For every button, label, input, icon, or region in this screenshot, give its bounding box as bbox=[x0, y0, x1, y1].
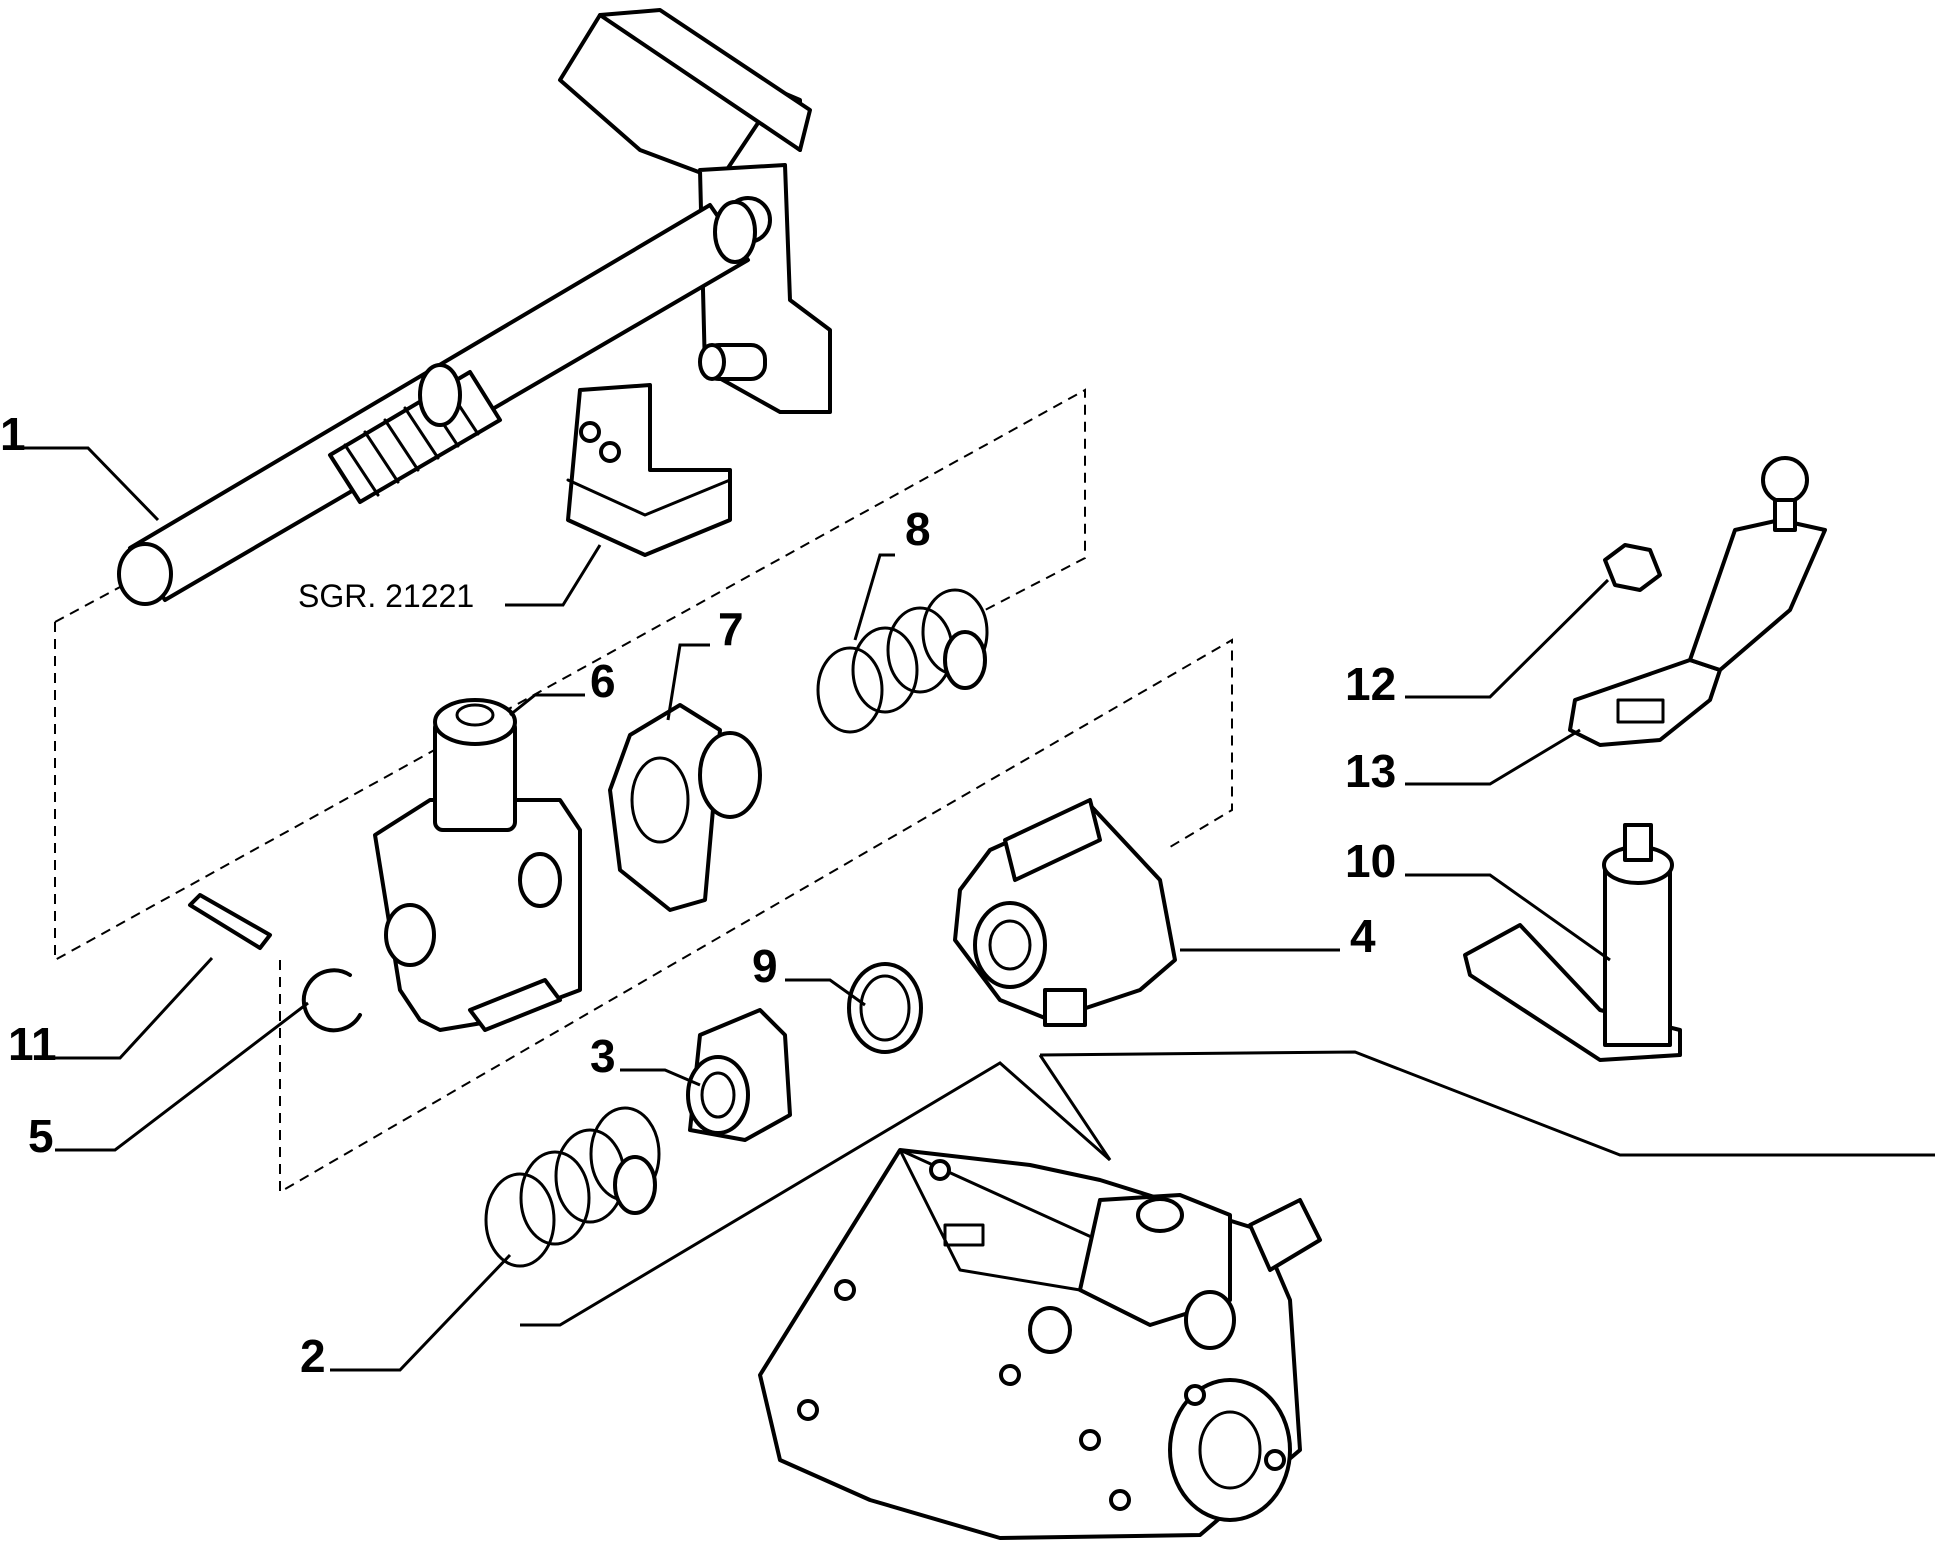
leader-1 bbox=[22, 446, 160, 522]
leader-3 bbox=[620, 1068, 701, 1087]
leader-lines bbox=[22, 446, 1935, 1372]
callout-13: 13 bbox=[1345, 745, 1396, 797]
callout-11: 11 bbox=[8, 1018, 57, 1070]
callout-5: 5 bbox=[28, 1110, 54, 1162]
callout-8: 8 bbox=[905, 503, 931, 555]
callout-labels: 1 2 3 4 5 6 7 8 9 10 11 12 13 SGR. 21221 bbox=[0, 408, 1396, 1382]
callout-9: 9 bbox=[752, 940, 778, 992]
part-5-circlip bbox=[301, 968, 362, 1033]
leader-10 bbox=[1405, 873, 1611, 962]
part-8-spring-upper bbox=[816, 588, 989, 734]
callout-3: 3 bbox=[590, 1030, 616, 1082]
part-7-flange-bush bbox=[608, 703, 762, 912]
callout-2: 2 bbox=[300, 1330, 326, 1382]
ref-block-sgr-21221 bbox=[566, 383, 732, 557]
callout-12: 12 bbox=[1345, 658, 1396, 710]
leader-8 bbox=[853, 553, 895, 641]
leader-gearbox-c bbox=[1039, 1050, 1935, 1157]
leader-13 bbox=[1405, 728, 1581, 786]
part-10-pivot-stud bbox=[1463, 823, 1682, 1062]
leader-12 bbox=[1405, 578, 1610, 699]
callout-10: 10 bbox=[1345, 835, 1396, 887]
part-11-key-pin bbox=[188, 893, 272, 950]
leader-gearbox-b bbox=[1038, 1054, 1112, 1161]
part-12-nut bbox=[1603, 543, 1662, 592]
part-4-gate-block bbox=[953, 798, 1177, 1027]
leader-9 bbox=[785, 978, 866, 1007]
reference-label: SGR. 21221 bbox=[298, 578, 474, 614]
gearbox-assembly bbox=[758, 1148, 1322, 1540]
callout-7: 7 bbox=[718, 603, 744, 655]
leader-7 bbox=[666, 643, 710, 721]
leader-6 bbox=[509, 693, 585, 717]
part-6-selector-body bbox=[373, 698, 582, 1032]
part-13-ball-lever bbox=[1568, 456, 1827, 747]
leader-2 bbox=[330, 1253, 512, 1372]
part-1-selector-shaft bbox=[117, 8, 832, 606]
part-3-bush bbox=[686, 1008, 792, 1142]
leader-gearbox-a bbox=[520, 1061, 1111, 1327]
callout-6: 6 bbox=[590, 655, 616, 707]
callout-4: 4 bbox=[1350, 910, 1376, 962]
leader-5 bbox=[55, 1001, 309, 1152]
leader-sgr bbox=[505, 544, 602, 607]
callout-1: 1 bbox=[0, 408, 26, 460]
part-2-spring-lower bbox=[484, 1106, 661, 1268]
part-9-washer bbox=[847, 962, 923, 1054]
leader-11 bbox=[55, 956, 214, 1060]
